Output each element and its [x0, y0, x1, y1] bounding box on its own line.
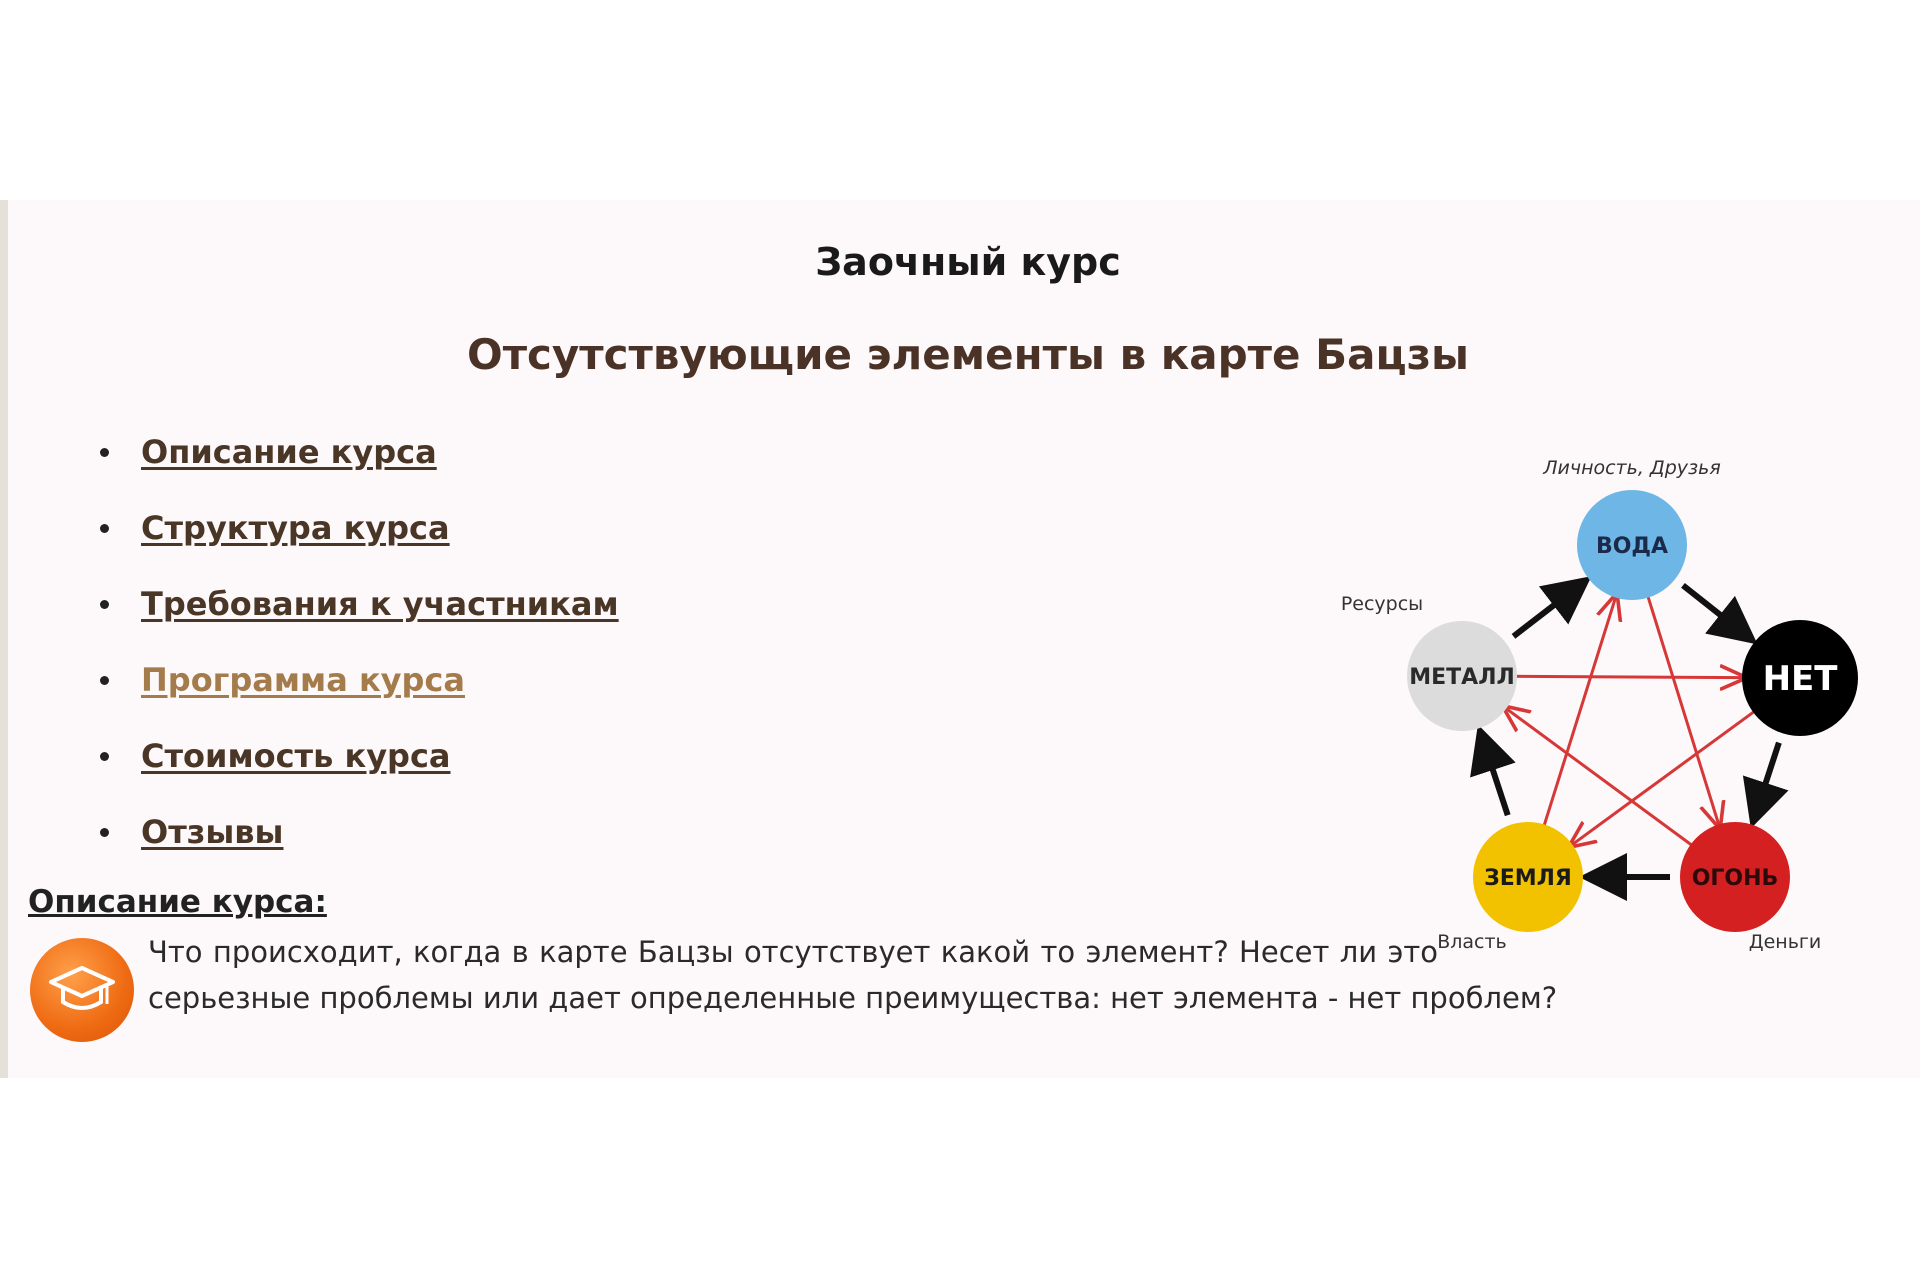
generating-arrow — [1742, 741, 1789, 829]
element-caption-voda: Личность, Друзья — [1542, 457, 1721, 479]
generating-arrow — [1681, 582, 1758, 645]
controlling-arrow — [1644, 589, 1719, 826]
element-circle-metall — [1407, 621, 1517, 731]
description-heading: Описание курса: — [28, 884, 327, 920]
nav-item: Описание курса — [100, 424, 619, 500]
course-nav: Описание курса Структура курса Требовани… — [100, 424, 619, 880]
nav-item: Отзывы — [100, 804, 619, 880]
element-label-ogon: ОГОНЬ — [1692, 866, 1779, 891]
element-circle-net — [1742, 620, 1858, 736]
bullet-icon — [100, 752, 109, 761]
bullet-icon — [100, 600, 109, 609]
nav-link-program[interactable]: Программа курса — [141, 661, 465, 699]
generating-arrow — [1470, 724, 1516, 817]
nav-link-reviews[interactable]: Отзывы — [141, 813, 284, 851]
element-label-metall: МЕТАЛЛ — [1409, 665, 1515, 690]
controlling-arrow — [1540, 596, 1616, 833]
left-border — [0, 200, 8, 1078]
controlling-arrow — [1571, 706, 1761, 846]
nav-item: Программа курса — [100, 652, 619, 728]
element-caption-metall: Ресурсы — [1341, 593, 1423, 615]
controlling-arrow — [1505, 707, 1699, 851]
element-label-net: НЕТ — [1763, 659, 1839, 699]
bullet-icon — [100, 676, 109, 685]
element-caption-zemlya: Власть — [1437, 931, 1507, 953]
element-caption-ogon: Деньги — [1749, 931, 1821, 953]
element-circle-ogon — [1680, 822, 1790, 932]
generating-arrow — [1511, 576, 1592, 639]
nav-item: Структура курса — [100, 500, 619, 576]
nav-link-requirements[interactable]: Требования к участникам — [141, 585, 619, 623]
description-body: Что происходит, когда в карте Бацзы отсу… — [148, 935, 1558, 1015]
nav-link-price[interactable]: Стоимость курса — [141, 737, 451, 775]
bullet-icon — [100, 524, 109, 533]
course-title: Отсутствующие элементы в карте Бацзы — [466, 330, 1469, 379]
bullet-icon — [100, 448, 109, 457]
nav-link-description[interactable]: Описание курса — [141, 433, 437, 471]
element-label-zemlya: ЗЕМЛЯ — [1484, 866, 1572, 891]
nav-link-structure[interactable]: Структура курса — [141, 509, 450, 547]
element-label-voda: ВОДА — [1596, 534, 1668, 559]
controlling-arrow — [1508, 676, 1744, 677]
nav-item: Требования к участникам — [100, 576, 619, 652]
page-content — [0, 200, 1920, 1078]
graduation-cap-icon — [30, 938, 134, 1042]
page-title: Заочный курс — [815, 240, 1121, 284]
element-circle-voda — [1577, 490, 1687, 600]
nav-item: Стоимость курса — [100, 728, 619, 804]
element-circle-zemlya — [1473, 822, 1583, 932]
description-text: Что происходит, когда в карте Бацзы отсу… — [148, 929, 1908, 1021]
bullet-icon — [100, 828, 109, 837]
